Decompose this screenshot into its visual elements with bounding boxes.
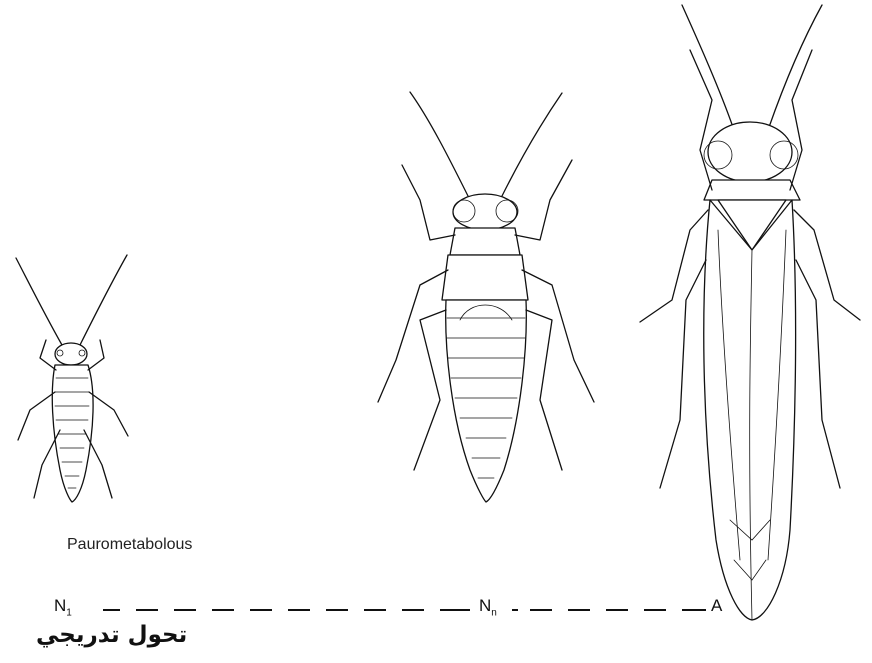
diagram-caption: Paurometabolous bbox=[67, 536, 192, 554]
adult-insect-figure bbox=[640, 5, 860, 620]
stage-label-last-nymph: Nn bbox=[479, 596, 497, 618]
late-nymph-figure bbox=[378, 92, 594, 502]
arabic-label: تحول تدريجي bbox=[36, 622, 187, 648]
stage-label-adult: A bbox=[711, 596, 722, 616]
stage-label-first-nymph: N1 bbox=[54, 596, 72, 618]
stage-label-middle-main: N bbox=[479, 596, 491, 615]
early-nymph-figure bbox=[16, 255, 128, 502]
stage-label-first-sub: 1 bbox=[66, 607, 72, 618]
stage-label-first-main: N bbox=[54, 596, 66, 615]
stage-label-middle-sub: n bbox=[491, 607, 497, 618]
